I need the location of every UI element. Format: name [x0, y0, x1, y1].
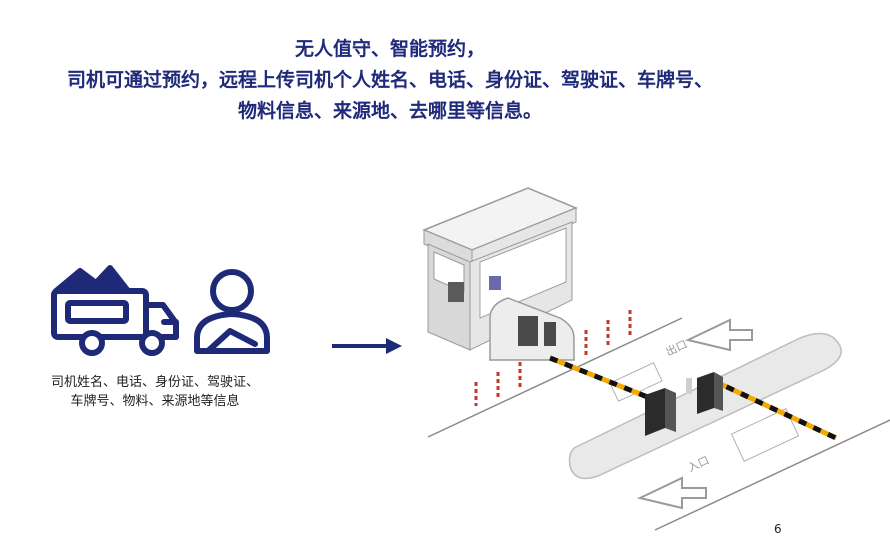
caption: 司机姓名、电话、身份证、驾驶证、 车牌号、物料、来源地等信息	[30, 373, 280, 411]
arrow-right-icon	[332, 338, 402, 354]
bollards-left	[474, 362, 522, 406]
svg-text:入口: 入口	[686, 454, 711, 475]
bollards-right	[584, 310, 632, 356]
headline-line-1: 无人值守、智能预约，	[294, 38, 485, 60]
truck-icon	[51, 265, 179, 356]
gate-illustration: 出口 入口	[422, 187, 890, 531]
headline: 无人值守、智能预约， 司机可通过预约，远程上传司机个人姓名、电话、身份证、驾驶证…	[0, 34, 780, 127]
caption-line-1: 司机姓名、电话、身份证、驾驶证、	[50, 375, 259, 390]
caption-line-2: 车牌号、物料、来源地等信息	[70, 394, 240, 409]
ticket-machine	[489, 297, 575, 361]
barrier-arm	[549, 355, 838, 441]
page-number: 6	[774, 522, 782, 536]
headline-line-3: 物料信息、来源地、去哪里等信息。	[237, 100, 542, 122]
headline-line-2: 司机可通过预约，远程上传司机个人姓名、电话、身份证、驾驶证、车牌号、	[66, 69, 713, 91]
svg-text:出口: 出口	[663, 337, 689, 359]
driver-icon	[194, 269, 270, 354]
barrier-gate	[645, 372, 723, 436]
